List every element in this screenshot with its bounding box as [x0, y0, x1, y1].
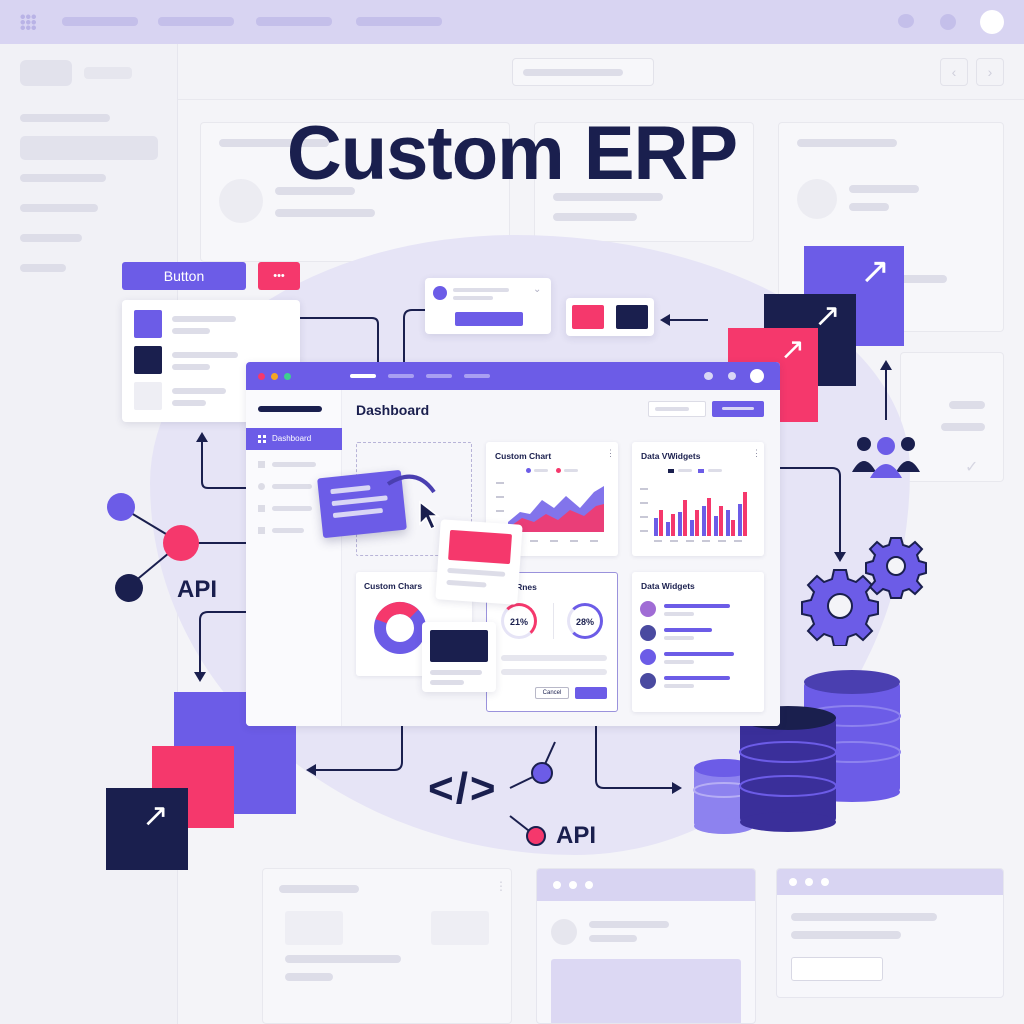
dashboard-title: Dashboard [356, 402, 430, 418]
data-vwidgets-card: Data VWidgets ⋮ [632, 442, 764, 556]
avatar[interactable] [980, 10, 1004, 34]
card-title: Data VWidgets [641, 451, 701, 461]
gauge-b [567, 603, 603, 639]
arrow-up-right-icon: ↗ [860, 250, 891, 291]
dropdown-widget: ⌄ [425, 278, 551, 334]
data-widgets-card: Data Widgets [632, 572, 764, 712]
card-title: Custom Chars [364, 581, 423, 591]
window-max-dot[interactable] [284, 373, 291, 380]
cancel-button[interactable]: Cancel [535, 687, 569, 699]
list-item[interactable] [640, 672, 756, 692]
grid-icon [258, 435, 266, 443]
swatch-pink[interactable] [572, 305, 604, 329]
api-node-center [163, 525, 199, 561]
dropdown-avatar [433, 286, 447, 300]
sidebar-item[interactable] [258, 460, 330, 470]
users-icon [852, 437, 920, 478]
database-icon [693, 670, 901, 834]
dropdown-action-button[interactable] [455, 312, 523, 326]
bg-select[interactable] [512, 58, 654, 86]
bg-toolbar: ‹ › [178, 44, 1024, 100]
notification-icon[interactable] [728, 372, 736, 380]
arrow-up-right-icon: ↗ [780, 333, 806, 366]
gear-icon [801, 537, 927, 646]
floating-card-pink[interactable] [435, 519, 523, 605]
card-title: s Rnes [509, 582, 537, 592]
gauge-a [501, 603, 537, 639]
list-item[interactable] [640, 648, 756, 668]
sidebar-item-dashboard[interactable]: Dashboard [246, 428, 342, 450]
notification-icon[interactable] [940, 14, 956, 30]
color-pair-widget [566, 298, 654, 336]
window-close-dot[interactable] [258, 373, 265, 380]
kebab-icon[interactable]: ⋮ [752, 448, 761, 458]
code-icon: </> [428, 764, 498, 813]
cursor-icon [419, 500, 441, 531]
kebab-icon[interactable]: ⋮ [606, 448, 615, 458]
bg-sidebar [0, 44, 178, 1024]
avatar[interactable] [750, 369, 764, 383]
api-label-bottom: API [556, 822, 597, 849]
dashboard-main: Dashboard Custom Chart ⋮ [342, 390, 780, 726]
arrow-up-right-icon: ↗ [814, 297, 841, 333]
bg-window-right [776, 868, 1004, 998]
swatch-purple[interactable] [134, 310, 162, 338]
api-node-bottom [115, 574, 143, 602]
gauge-b-value: 28% [575, 617, 594, 627]
sample-button[interactable]: Button [122, 262, 246, 290]
chat-icon[interactable] [898, 14, 914, 28]
api-node-top [107, 493, 135, 521]
swatch-navy-2[interactable] [616, 305, 648, 329]
swatch-navy[interactable] [134, 346, 162, 374]
card-title: Custom Chart [495, 451, 552, 461]
api-node-small-b [526, 826, 546, 846]
window-titlebar [246, 362, 780, 390]
chat-icon[interactable] [704, 372, 713, 380]
primary-action-button[interactable] [712, 401, 764, 417]
bar-chart [640, 488, 747, 542]
dashboard-sidebar: Dashboard [246, 390, 342, 726]
donut-chart [374, 602, 426, 654]
chevron-down-icon[interactable]: ⌄ [533, 284, 542, 295]
list-item[interactable] [640, 624, 756, 644]
card-title: Data Widgets [641, 581, 695, 591]
sidebar-item[interactable] [258, 504, 330, 514]
sidebar-item[interactable] [258, 526, 330, 536]
api-node-small-a [531, 762, 553, 784]
swatch-light[interactable] [134, 382, 162, 410]
check-icon: ✓ [965, 459, 979, 476]
apps-grid-icon[interactable] [20, 14, 36, 30]
sidebar-item-label: Dashboard [272, 434, 312, 443]
window-min-dot[interactable] [271, 373, 278, 380]
filter-select[interactable] [648, 401, 706, 417]
bg-next-button[interactable]: › [976, 58, 1004, 86]
more-button[interactable]: ••• [258, 262, 300, 290]
top-bar [0, 0, 1024, 44]
sidebar-item[interactable] [258, 482, 330, 492]
list-item[interactable] [640, 600, 756, 620]
gauge-a-value: 21% [509, 617, 528, 627]
page-title: Custom ERP [286, 111, 738, 196]
api-label-left: API [177, 576, 218, 603]
arrow-up-right-icon: ↗ [142, 797, 169, 833]
drag-arc [386, 474, 436, 494]
floating-card-navy[interactable] [422, 622, 496, 692]
rnes-card: s Rnes 21% 28% Cancel [486, 572, 618, 712]
bg-prev-button[interactable]: ‹ [940, 58, 968, 86]
confirm-button[interactable] [575, 687, 607, 699]
tile-navy-bottom[interactable]: ↗ [106, 788, 188, 870]
